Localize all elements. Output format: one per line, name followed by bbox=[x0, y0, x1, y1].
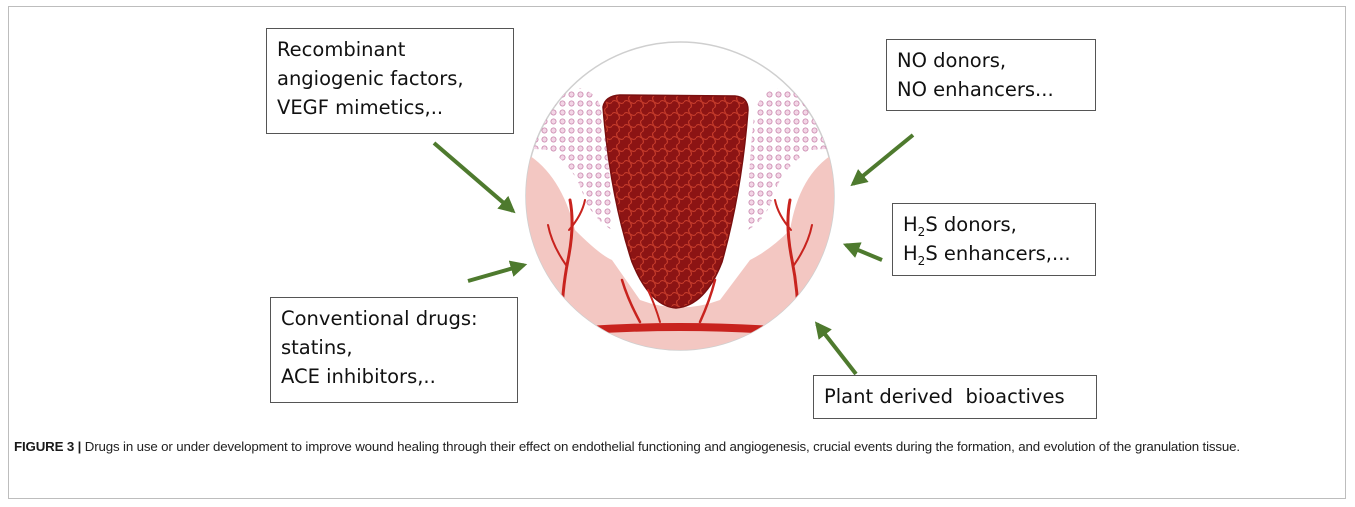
arrow-icon bbox=[468, 265, 524, 281]
plant-bioactives-box: Plant derived bioactives bbox=[813, 375, 1097, 419]
box-line: H2S donors, bbox=[903, 210, 1085, 239]
wound-illustration bbox=[520, 42, 840, 360]
recombinant-factors-box: Recombinant angiogenic factors, VEGF mim… bbox=[266, 28, 514, 134]
box-line: NO donors, bbox=[897, 46, 1085, 75]
caption-label: FIGURE 3 | bbox=[14, 439, 81, 454]
h2s-donors-box: H2S donors, H2S enhancers,... bbox=[892, 203, 1096, 276]
box-line: angiogenic factors, bbox=[277, 64, 503, 93]
box-line: statins, bbox=[281, 333, 507, 362]
box-line: Plant derived bioactives bbox=[824, 382, 1086, 411]
caption-text: Drugs in use or under development to imp… bbox=[81, 439, 1240, 454]
figure-caption: FIGURE 3 | Drugs in use or under develop… bbox=[14, 437, 1334, 457]
box-line: Recombinant bbox=[277, 35, 503, 64]
box-line: Conventional drugs: bbox=[281, 304, 507, 333]
arrow-icon bbox=[853, 135, 913, 184]
no-donors-box: NO donors, NO enhancers... bbox=[886, 39, 1096, 111]
box-line: H2S enhancers,... bbox=[903, 239, 1085, 268]
box-line: VEGF mimetics,.. bbox=[277, 93, 503, 122]
wound-diagram bbox=[0, 0, 1355, 430]
conventional-drugs-box: Conventional drugs: statins, ACE inhibit… bbox=[270, 297, 518, 403]
arrow-icon bbox=[817, 324, 856, 374]
box-line: NO enhancers... bbox=[897, 75, 1085, 104]
arrow-icon bbox=[434, 143, 513, 211]
box-line: ACE inhibitors,.. bbox=[281, 362, 507, 391]
arrow-icon bbox=[846, 245, 882, 260]
